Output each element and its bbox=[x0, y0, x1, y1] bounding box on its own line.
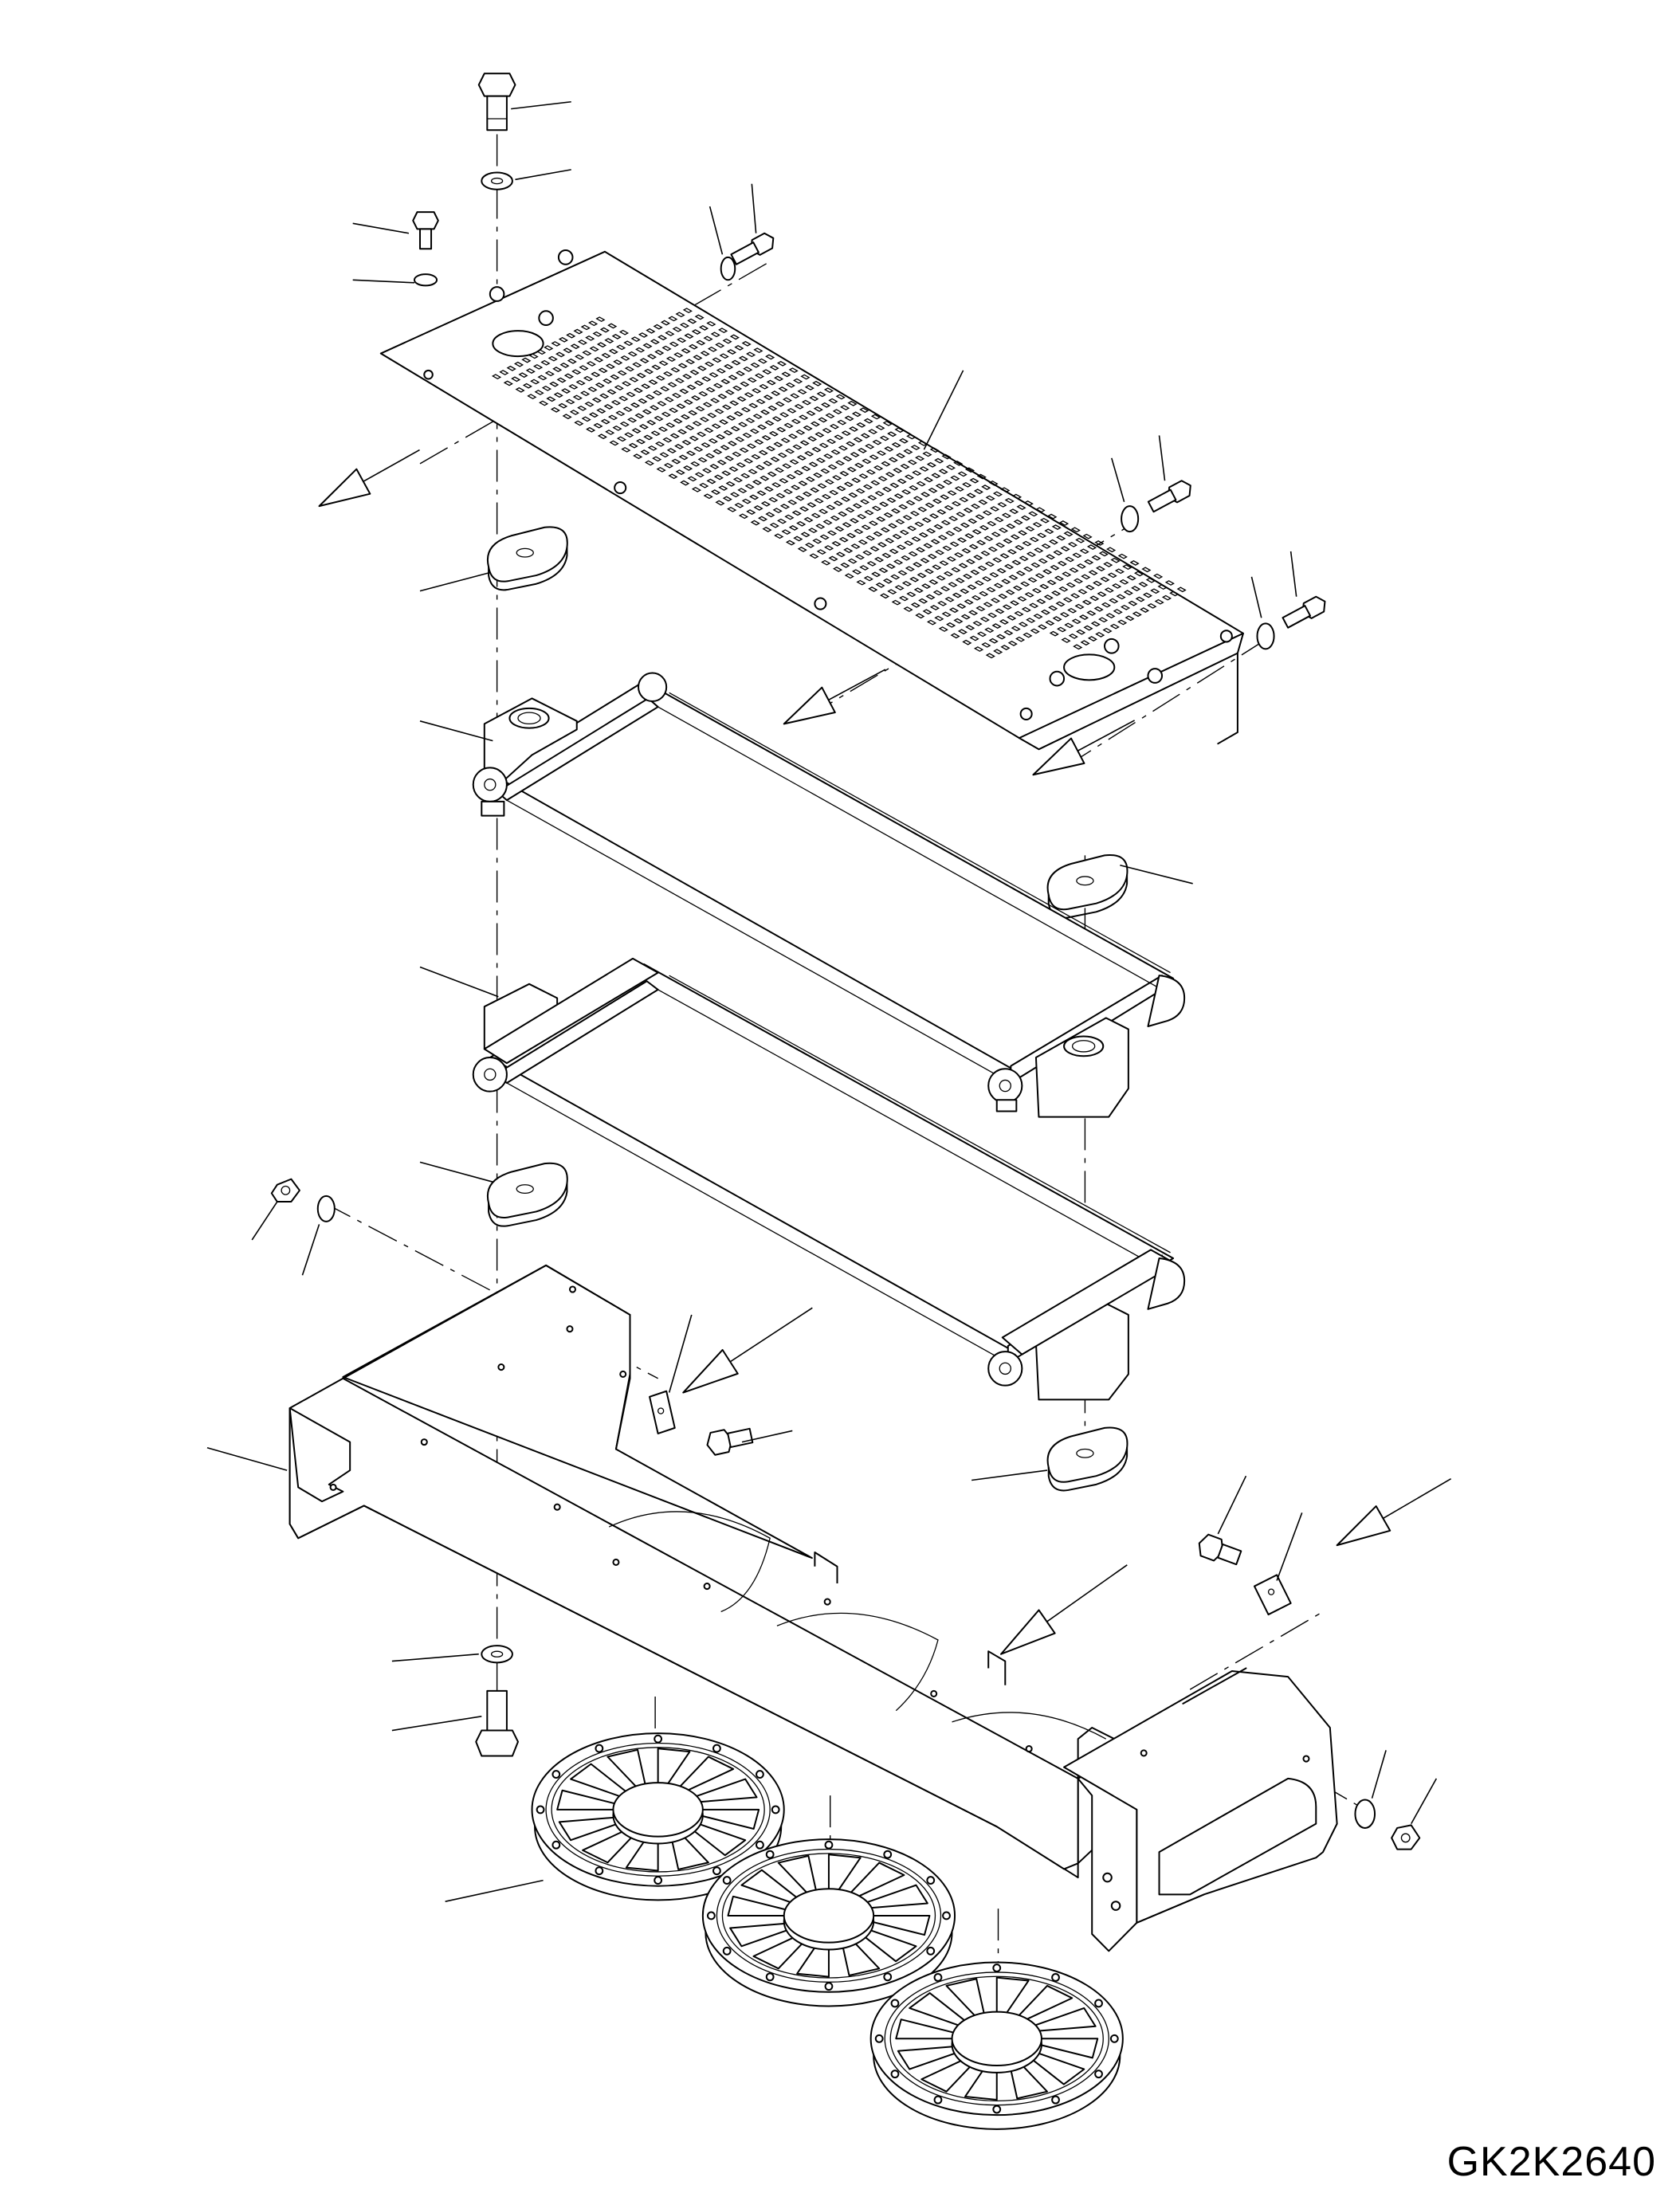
fan-icon bbox=[532, 1733, 1123, 2129]
leader-lines bbox=[207, 102, 1436, 1901]
cushion-pad-icon bbox=[488, 527, 1128, 1490]
radiator-core-icon bbox=[473, 959, 1184, 1400]
shroud-frame-icon bbox=[290, 1265, 1337, 1951]
bracket-icon bbox=[650, 1391, 1291, 1614]
nut-icon bbox=[272, 1179, 1419, 1850]
washer-icon bbox=[318, 172, 1375, 1828]
airflow-arrows bbox=[312, 437, 1458, 1665]
perforated-grille-icon bbox=[381, 250, 1243, 749]
radiator-core-icon bbox=[473, 673, 1184, 1116]
bolt-icon bbox=[413, 73, 1329, 1756]
drawing-code: GK2K2640 bbox=[1446, 2139, 1656, 2185]
